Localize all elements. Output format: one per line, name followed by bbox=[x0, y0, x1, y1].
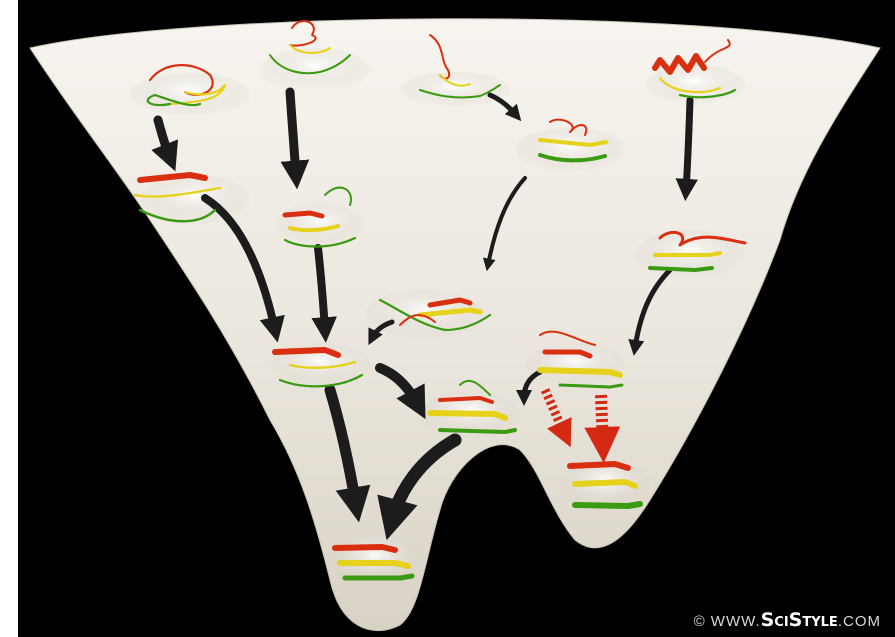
arrow-2 bbox=[290, 92, 296, 175]
watermark-brand: SciStyle bbox=[761, 609, 838, 631]
watermark-suffix: .COM bbox=[838, 613, 881, 630]
watermark: © WWW.SciStyle.COM bbox=[694, 609, 881, 631]
watermark-prefix: © WWW. bbox=[694, 613, 761, 630]
arrow-4 bbox=[686, 100, 690, 190]
red-arrow-right bbox=[601, 395, 603, 445]
